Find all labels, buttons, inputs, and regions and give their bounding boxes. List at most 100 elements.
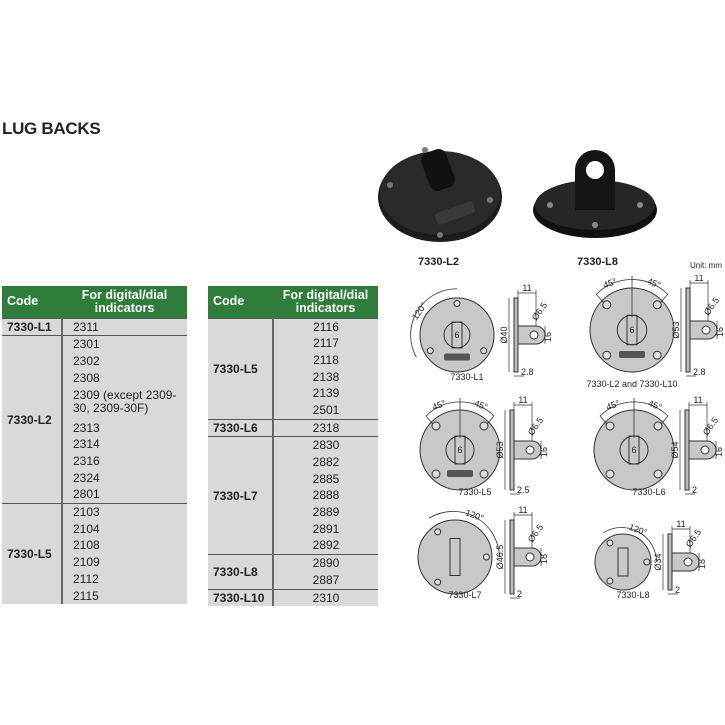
hole-label: Ø6.5: [526, 415, 545, 437]
angle-label: 120°: [464, 507, 485, 523]
screw-hole-icon: [643, 558, 651, 566]
indicator-model: 2889: [312, 505, 340, 520]
angle-label: 45°: [646, 276, 663, 290]
height-label: 16: [715, 327, 725, 337]
code-cell: 7330-L8: [208, 554, 274, 589]
indicator-model: 2501: [312, 402, 340, 417]
screw-hole-icon: [653, 469, 663, 479]
width-label: 11: [518, 505, 527, 515]
drawing-2: [419, 398, 542, 495]
thickness-label: 2.5: [517, 485, 530, 495]
indicator-model: 2112: [73, 571, 99, 586]
angle-label: 45°: [602, 276, 619, 290]
hole-label: Ø6.5: [702, 295, 721, 317]
screw-hole-icon: [653, 421, 663, 431]
front-view: [594, 533, 652, 591]
indicator-model: 2109: [73, 555, 100, 570]
thickness-label: 2.8: [521, 367, 534, 377]
hole-label: Ø6.5: [526, 522, 545, 544]
screw-hole-icon: [605, 469, 615, 479]
mark-label: 6: [454, 330, 459, 340]
code-cell: 7330-L7: [208, 436, 274, 555]
screw-hole-icon: [431, 469, 441, 479]
drawing-1: [589, 276, 718, 377]
code-cell: 7330-L2: [2, 335, 63, 504]
lug-back-photo-l8: [533, 150, 657, 238]
code-cell: 7330-L5: [208, 317, 274, 420]
indicator-model: 2313: [73, 420, 100, 435]
screw-hole-icon: [602, 350, 612, 360]
diameter-label: Ø46.5: [495, 545, 505, 570]
indicator-model: 2116: [313, 319, 339, 334]
width-label: 11: [518, 395, 527, 405]
indicator-model: 2302: [73, 353, 100, 368]
header-indicators: For digital/dial indicators: [62, 286, 187, 318]
indicator-model: 2801: [73, 487, 100, 502]
side-view: [667, 533, 673, 591]
code-cell: 7330-L5: [2, 503, 63, 605]
width-label: 11: [694, 275, 703, 283]
front-view: [419, 297, 495, 373]
mark-label: 6: [457, 445, 462, 455]
side-view: [684, 409, 690, 491]
page-title: LUG BACKS: [2, 119, 101, 138]
code-cell: 7330-L10: [208, 588, 274, 607]
indicator-model: 2301: [73, 337, 100, 352]
diameter-label: Ø34: [653, 553, 663, 570]
drawing-3: [593, 398, 717, 495]
drawing-caption: 7330-L8: [616, 590, 649, 600]
code-cell: 7330-L6: [208, 418, 274, 437]
width-label: 11: [676, 519, 685, 529]
lug-back-photo-l2: [378, 147, 502, 242]
screw-hole-icon: [606, 577, 614, 585]
indicator-model: 2310: [312, 590, 340, 605]
indicator-model: 2108: [73, 538, 100, 553]
angle-label: 45°: [473, 398, 490, 412]
mark-label: 6: [629, 325, 634, 335]
width-label: 11: [522, 283, 531, 293]
indicator-model: 2316: [73, 454, 100, 469]
diameter-label: Ø40: [499, 326, 509, 343]
thickness-label: 2: [692, 485, 697, 495]
indicator-model: 2888: [312, 488, 340, 503]
indicator-model: 2318: [312, 420, 340, 435]
height-label: 16: [714, 447, 724, 457]
indicator-model: 2139: [312, 386, 340, 401]
hole-label: Ø6.5: [701, 415, 720, 437]
header-indicators: For digital/dial indicators: [273, 286, 378, 318]
side-view: [509, 519, 515, 595]
indicator-model: 2104: [73, 521, 100, 536]
drawing-caption: 7330-L6: [632, 487, 665, 497]
indicator-model: 2311: [73, 319, 99, 334]
thickness-label: 2.8: [693, 367, 706, 377]
screw-hole-icon: [652, 350, 662, 360]
width-label: 11: [693, 395, 702, 405]
screw-hole-icon: [605, 421, 615, 431]
screw-hole-icon: [479, 421, 489, 431]
screw-hole-icon: [480, 347, 488, 355]
side-view: [685, 287, 691, 373]
drawing-0: [410, 288, 546, 377]
screw-hole-icon: [431, 421, 441, 431]
hole-label: Ø6.5: [684, 527, 703, 549]
diameter-label: Ø54: [670, 441, 680, 458]
height-label: 16: [539, 447, 549, 457]
thickness-label: 2: [517, 589, 522, 599]
indicator-model: 2882: [312, 455, 340, 469]
header-code: Code: [2, 286, 62, 318]
screw-hole-icon: [434, 528, 442, 536]
screw-hole-icon: [453, 300, 461, 308]
drawing-caption: 7330-L5: [458, 487, 491, 497]
height-label: 16: [543, 332, 553, 342]
side-view: [509, 409, 515, 491]
diameter-label: Ø53: [671, 321, 681, 338]
indicator-model: 2887: [312, 572, 340, 587]
screw-hole-icon: [426, 347, 434, 355]
screw-hole-icon: [479, 469, 489, 479]
